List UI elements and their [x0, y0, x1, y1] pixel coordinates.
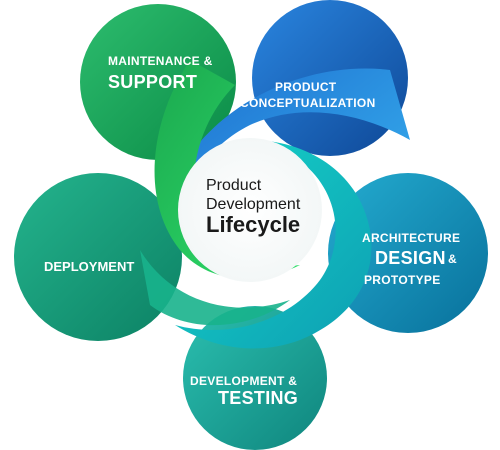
swirl-arm-deploy: [140, 250, 290, 326]
center-disc: [178, 138, 322, 282]
center-title-line3: Lifecycle: [206, 212, 300, 237]
stage-testing-label: TESTING: [218, 388, 298, 408]
stage-architecture-circle: [328, 173, 488, 333]
center-title-line2: Development: [206, 196, 301, 213]
stage-deployment-circle: [14, 173, 182, 341]
swirl-arm-cyan: [175, 140, 372, 349]
swirl-arm-blue: [170, 68, 410, 251]
center-title-line1: Product: [206, 177, 262, 194]
stage-deployment-label: DEPLOYMENT: [44, 259, 134, 274]
stage-design-ampersand: &: [448, 252, 457, 266]
stage-conceptualization-label: CONCEPTUALIZATION: [240, 96, 376, 110]
stage-product-label: PRODUCT: [275, 80, 337, 94]
stage-architecture-label: ARCHITECTURE: [362, 231, 460, 245]
stage-development-label: DEVELOPMENT &: [190, 374, 297, 388]
stage-maintenance-label: MAINTENANCE &: [108, 54, 213, 68]
stage-support-label: SUPPORT: [108, 72, 197, 92]
stage-design-label: DESIGN: [375, 248, 446, 268]
stage-prototype-label: PROTOTYPE: [364, 273, 441, 287]
